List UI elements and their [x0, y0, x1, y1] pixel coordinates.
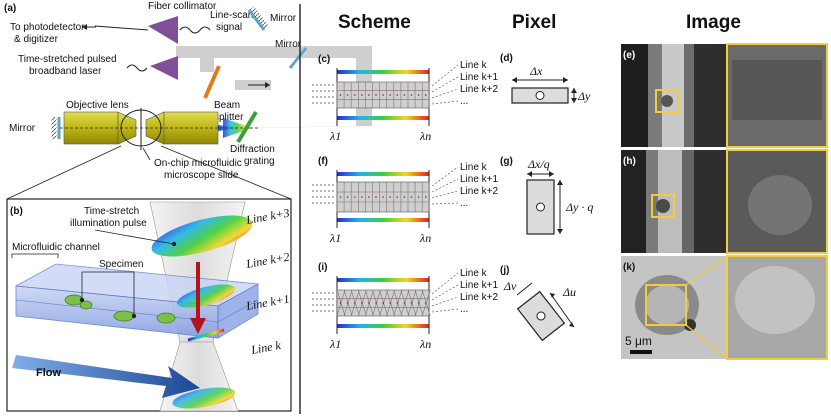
chip-label-1: On-chip microfluidic [154, 158, 242, 169]
line-scan-label-2: signal [216, 22, 242, 33]
diffraction-label-1: Diffraction [230, 144, 275, 155]
lambda-1-label: λ1 [329, 337, 341, 351]
laser-label-2: broadband laser [29, 66, 102, 77]
pulse-label-1: Time-stretch [84, 206, 139, 217]
scheme-tag: (c) [318, 54, 330, 65]
image-e-zoom-box [655, 89, 679, 113]
diffraction-label-2: grating [244, 156, 275, 167]
scheme-tag: (f) [318, 156, 328, 167]
scheme-line-label: Line k [460, 60, 488, 71]
fiber-collimator-icon [148, 16, 178, 44]
pulse-line-k3 [151, 215, 253, 257]
mirror-right-icon [288, 47, 308, 69]
laser-label-1: Time-stretched pulsed [18, 54, 117, 65]
scheme-line-label: Line k+2 [460, 186, 499, 197]
to-photodetector-label-1: To photodetector [10, 22, 85, 33]
scheme-line-label: ... [460, 96, 468, 107]
lambda-1-label: λ1 [329, 231, 341, 245]
scheme-line-label: Line k+1 [460, 280, 499, 291]
scale-bar-label: 5 μm [625, 334, 652, 348]
header-scheme: Scheme [338, 12, 411, 33]
flow-label: Flow [36, 367, 61, 379]
scheme-tag: (i) [318, 262, 327, 273]
fiber-collimator-label: Fiber collimator [148, 1, 217, 12]
pixel-g: (g) Δx/q Δy · q [500, 156, 593, 235]
to-photodetector-label-2: & digitizer [14, 34, 59, 45]
mirror-left-icon [51, 117, 61, 139]
image-h-tag: (h) [623, 156, 636, 167]
pixel-g-height-label: Δy · q [565, 200, 593, 214]
pixel-g-tag: (g) [500, 156, 513, 167]
flow-arrow [12, 355, 200, 398]
laser-icon [150, 56, 178, 80]
lambda-n-label: λn [419, 337, 431, 351]
channel-label: Microfluidic channel [12, 242, 100, 253]
pixel-d-height-label: Δy [577, 89, 591, 103]
line-k-label: Line k [249, 338, 282, 357]
image-k-zoom-box [645, 284, 687, 326]
pulse-label-2: illumination pulse [70, 218, 147, 229]
scheme-line-label: ... [460, 304, 468, 315]
lambda-n-label: λn [419, 129, 431, 143]
scheme-line-label: Line k+2 [460, 84, 499, 95]
image-panels: (e) (h) (k) 5 μm [621, 43, 828, 360]
lambda-1-label: λ1 [329, 129, 341, 143]
specimen-cells [64, 294, 176, 324]
pulse-line-below [172, 387, 236, 409]
pixel-d: (d) Δx Δy [500, 53, 591, 104]
diffraction-grating-icon [236, 110, 258, 144]
image-k-tag: (k) [623, 262, 635, 273]
scheme-line-label: ... [460, 198, 468, 209]
image-h-zoom-box [651, 194, 675, 218]
panel-b-tag: (b) [10, 206, 23, 217]
chip-label-2: microscope slide [164, 170, 239, 181]
scheme-line-label: Line k+1 [460, 72, 499, 83]
panel-a-tag: (a) [4, 3, 16, 14]
pixel-j-tag: (j) [500, 265, 509, 276]
lambda-n-label: λn [419, 231, 431, 245]
pixel-d-tag: (d) [500, 53, 513, 64]
beam-splitter-label-1: Beam [214, 100, 240, 111]
pixel-g-width-label: Δx/q [527, 157, 550, 171]
mirror-right-label: Mirror [275, 39, 302, 50]
mirror-top-label: Mirror [270, 13, 297, 24]
scheme-line-label: Line k+1 [460, 174, 499, 185]
beam-splitter-label-2: splitter [214, 112, 244, 123]
scheme-line-label: Line k [460, 162, 488, 173]
beam-splitter-icon [203, 65, 221, 99]
mirror-top-icon [247, 6, 269, 31]
mirror-left-label: Mirror [9, 123, 36, 134]
pixel-j: (j) Δv Δu [500, 265, 576, 342]
specimen-label: Specimen [99, 259, 143, 270]
objective-lens-label: Objective lens [66, 100, 129, 111]
pixel-j-v-label: Δv [503, 279, 517, 293]
image-e-tag: (e) [623, 50, 635, 61]
panel-a: (a) Fiber collimator To photodetector & … [4, 1, 372, 200]
scheme-line-label: Line k [460, 268, 488, 279]
pixel-j-u-label: Δu [562, 285, 576, 299]
line-scan-label-1: Line-scan [210, 10, 253, 21]
panel-b: (b) Flow Microfluidic channel Specimen [6, 198, 292, 412]
pulse-line-k1 [176, 284, 236, 308]
scale-bar [630, 350, 652, 354]
header-image: Image [686, 12, 741, 33]
header-pixel: Pixel [512, 12, 556, 33]
pixel-d-width-label: Δx [529, 64, 543, 78]
scheme-line-label: Line k+2 [460, 292, 499, 303]
